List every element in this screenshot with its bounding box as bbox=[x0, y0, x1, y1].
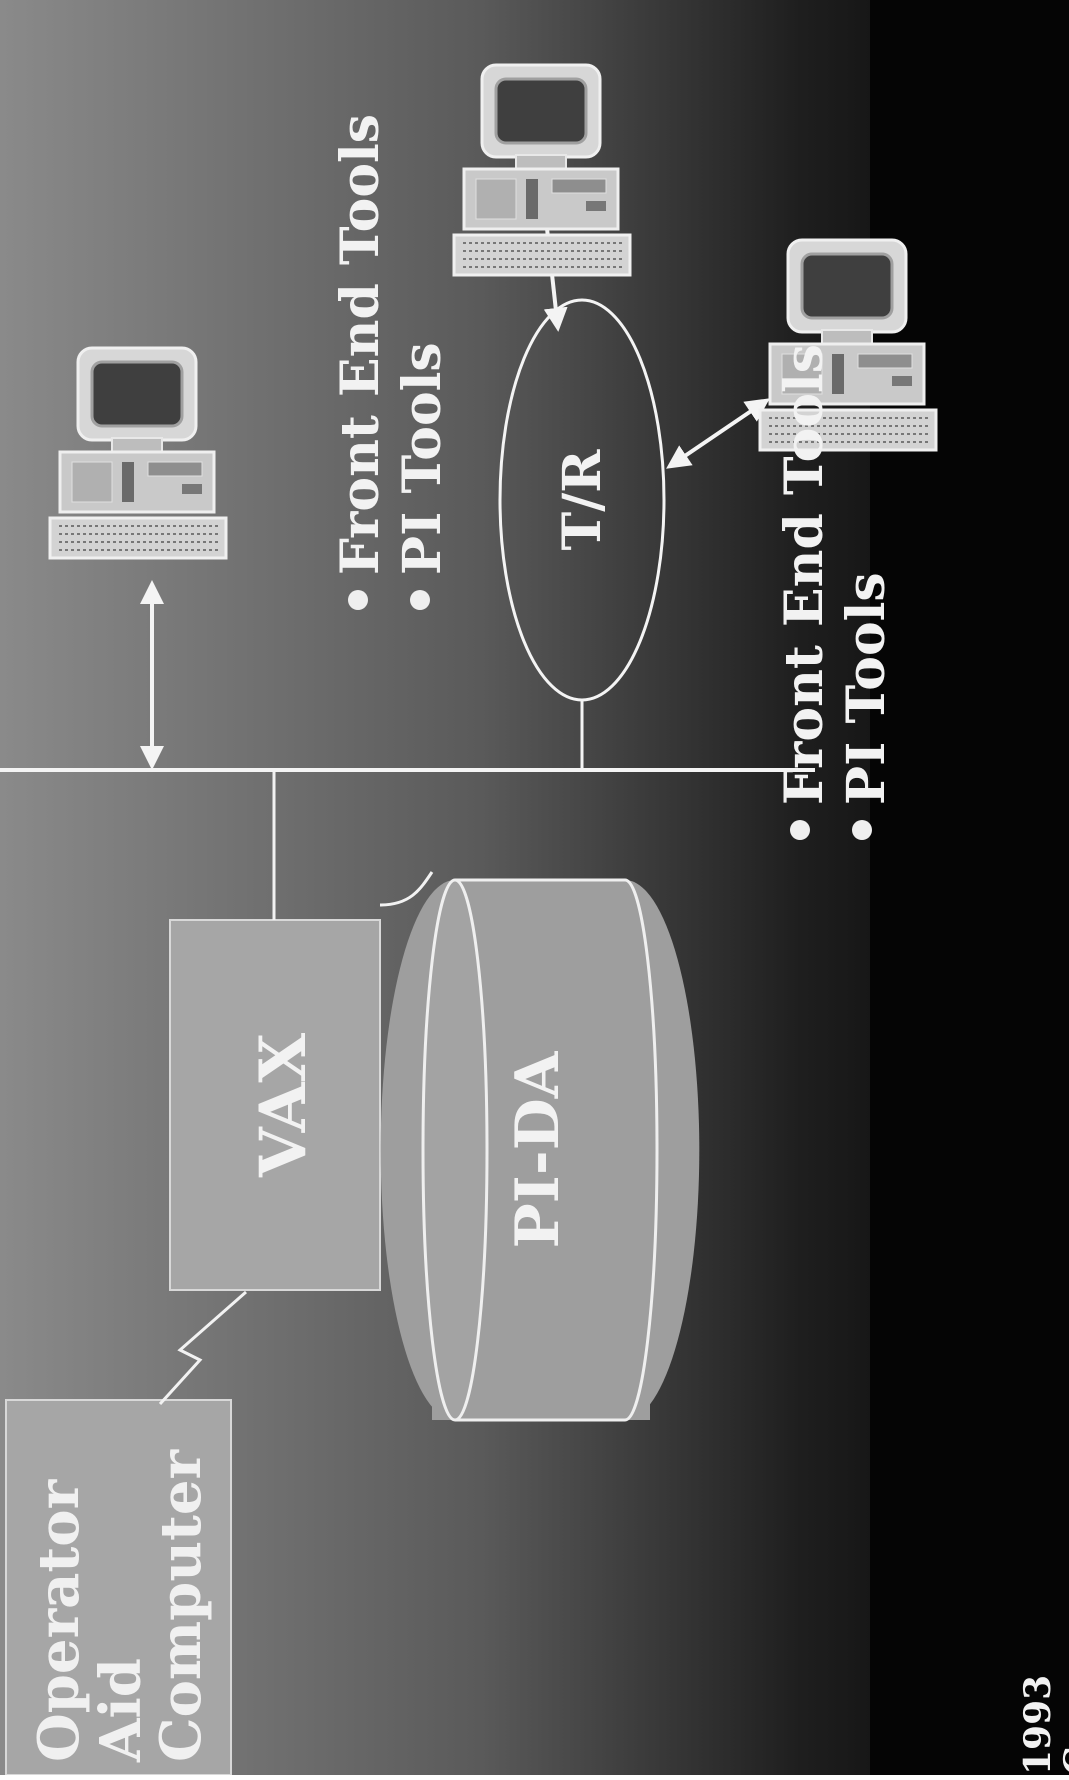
footer-company: Company bbox=[1057, 1588, 1069, 1775]
upper-tool-2: PI Tools bbox=[392, 342, 453, 575]
serial-link-operator-vax bbox=[158, 1290, 247, 1406]
ring-label: T/R bbox=[552, 449, 613, 551]
operator-line-2: Aid bbox=[88, 1658, 154, 1763]
lower-tool-2: PI Tools bbox=[836, 572, 897, 805]
bullet-icon bbox=[852, 820, 872, 840]
vax-box bbox=[169, 919, 381, 1291]
pi-da-database bbox=[380, 878, 700, 1422]
footer-year: 1993 bbox=[1017, 1675, 1059, 1775]
operator-line-1: Operator bbox=[26, 1478, 92, 1762]
vax-database-connector bbox=[379, 871, 434, 907]
bullet-icon bbox=[790, 820, 810, 840]
pi-da-label: PI-DA bbox=[503, 1050, 573, 1248]
upper-tool-1: Front End Tools bbox=[330, 114, 391, 575]
lower-tool-1: Front End Tools bbox=[774, 344, 835, 805]
token-ring bbox=[498, 298, 666, 702]
double-arrow-icon bbox=[666, 398, 770, 469]
bullet-icon bbox=[410, 590, 430, 610]
bullet-icon bbox=[348, 590, 368, 610]
operator-line-3: Computer bbox=[148, 1448, 214, 1762]
vax-label: VAX bbox=[246, 1033, 321, 1178]
